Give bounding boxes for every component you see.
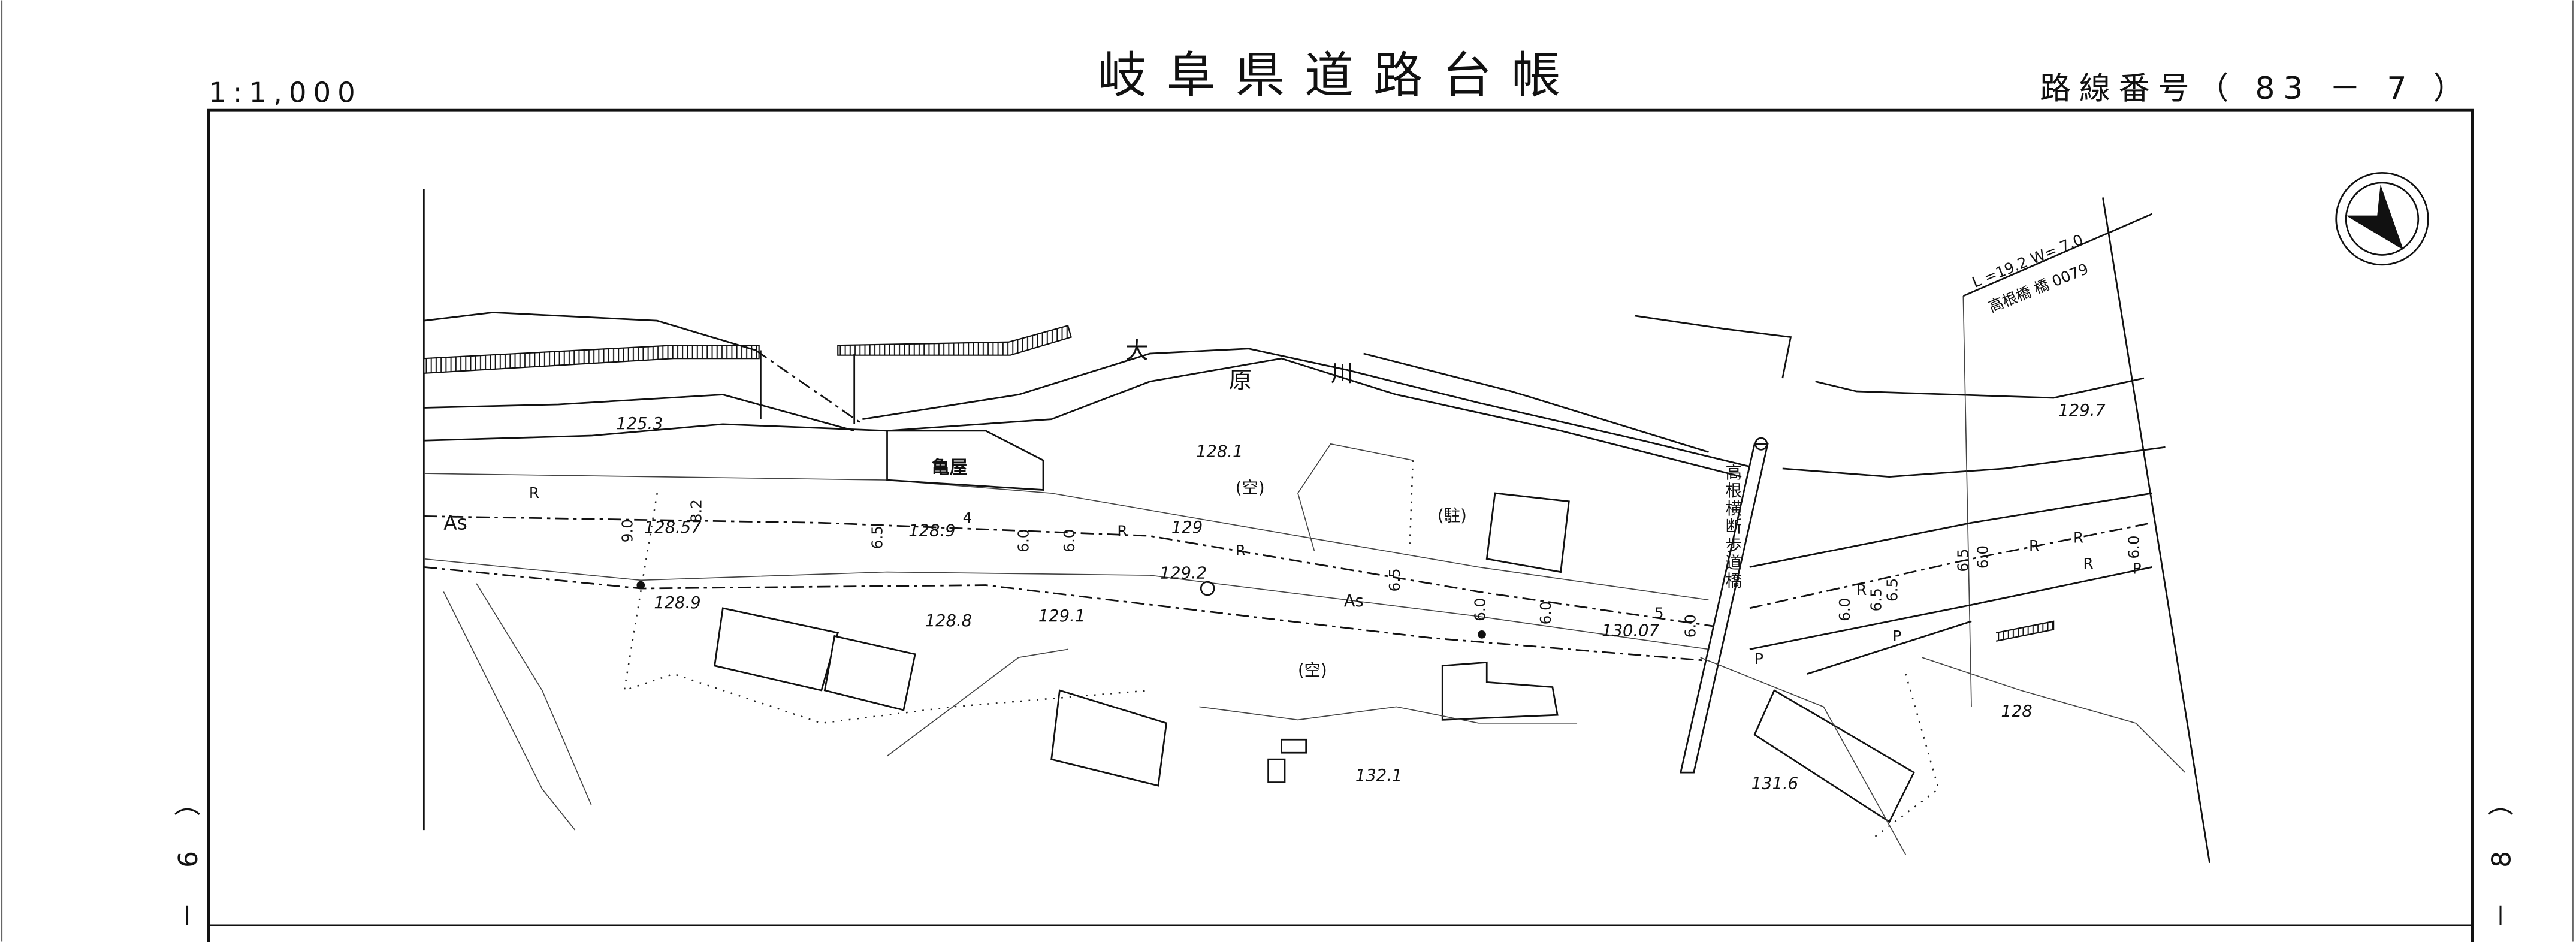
width-label: 6.0 [1537, 601, 1554, 624]
land-use-label: (駐) [1438, 507, 1467, 526]
route-number-label: 路線番号（ 83 － 7 ） [2040, 71, 2472, 107]
width-label: 6.0 [2125, 535, 2143, 558]
north-arrow-icon [2335, 172, 2429, 266]
width-label: 6.0 [1974, 545, 1991, 569]
width-label: 8.2 [688, 499, 705, 523]
sheet-title: 岐阜県道路台帳 [1097, 47, 1580, 104]
right-sheet-label: － 8 ） [2486, 777, 2517, 928]
elevation-label: 131.6 [1751, 775, 1798, 793]
elevation-label: 129 [1171, 518, 1203, 537]
map-linework [422, 189, 2210, 864]
surface-label: As [1344, 592, 1364, 611]
surface-label: As [443, 511, 467, 534]
elevation-label: 128.1 [1196, 443, 1243, 461]
elevation-label: 130.07 [1602, 622, 1659, 641]
width-label: 6.5 [1867, 588, 1885, 611]
land-use-label: (空) [1298, 661, 1327, 680]
road-mark: R [529, 484, 539, 502]
road-mark: R [2083, 555, 2093, 572]
width-label: 6.0 [1836, 598, 1853, 621]
left-sheet-label: － 6 ） [173, 777, 204, 928]
width-label: 5 [1654, 604, 1664, 621]
width-label: 6.5 [1386, 568, 1403, 591]
pedestrian-bridge-label: 高根横断歩道橋 [1722, 464, 1742, 590]
elevation-label: 125.3 [616, 415, 663, 433]
river-name-char: 大 [1125, 337, 1148, 364]
parking-mark: P [1754, 650, 1763, 668]
elevation-label: 128.9 [908, 521, 955, 540]
elevation-label: 132.1 [1355, 766, 1402, 785]
scale-label: 1:1,000 [209, 76, 362, 108]
elevation-label: 128.9 [654, 594, 700, 612]
road-mark: R [1117, 522, 1127, 539]
width-label: 6.5 [1955, 548, 1972, 572]
width-label: 6.0 [1014, 529, 1032, 552]
width-label: 6.5 [1884, 578, 1901, 602]
river-name-char: 川 [1331, 361, 1354, 388]
elevation-label: 129.1 [1038, 607, 1085, 626]
width-label: 6.5 [868, 526, 886, 549]
elevation-label: 129.7 [2058, 401, 2106, 420]
width-label: 6.0 [1472, 598, 1489, 621]
road-mark: R [1856, 581, 1867, 599]
map-frame [207, 108, 2474, 942]
elevation-label: 129.2 [1160, 564, 1207, 583]
parking-mark: P [2133, 560, 2142, 577]
width-label: 9.0 [619, 519, 636, 542]
road-mark: R [2073, 529, 2083, 546]
width-label: 6.0 [1061, 529, 1078, 552]
elevation-label: 128 [2001, 702, 2032, 721]
elevation-label: 128.57 [644, 518, 702, 537]
parking-mark: P [1892, 627, 1901, 645]
road-mark: R [1236, 542, 1246, 559]
elevation-label: 128.8 [925, 612, 972, 630]
width-label: 4 [963, 509, 973, 526]
road-mark: R [2029, 537, 2039, 554]
map-labels: 大 原 川 亀屋 高根横断歩道橋 L =19.2 W= 7.0 高根橋 橋 00… [443, 231, 2142, 793]
width-label: 6.0 [1681, 614, 1699, 638]
river-name-char: 原 [1229, 367, 1252, 394]
land-use-label: (空) [1236, 479, 1265, 497]
building-label: 亀屋 [932, 457, 968, 478]
